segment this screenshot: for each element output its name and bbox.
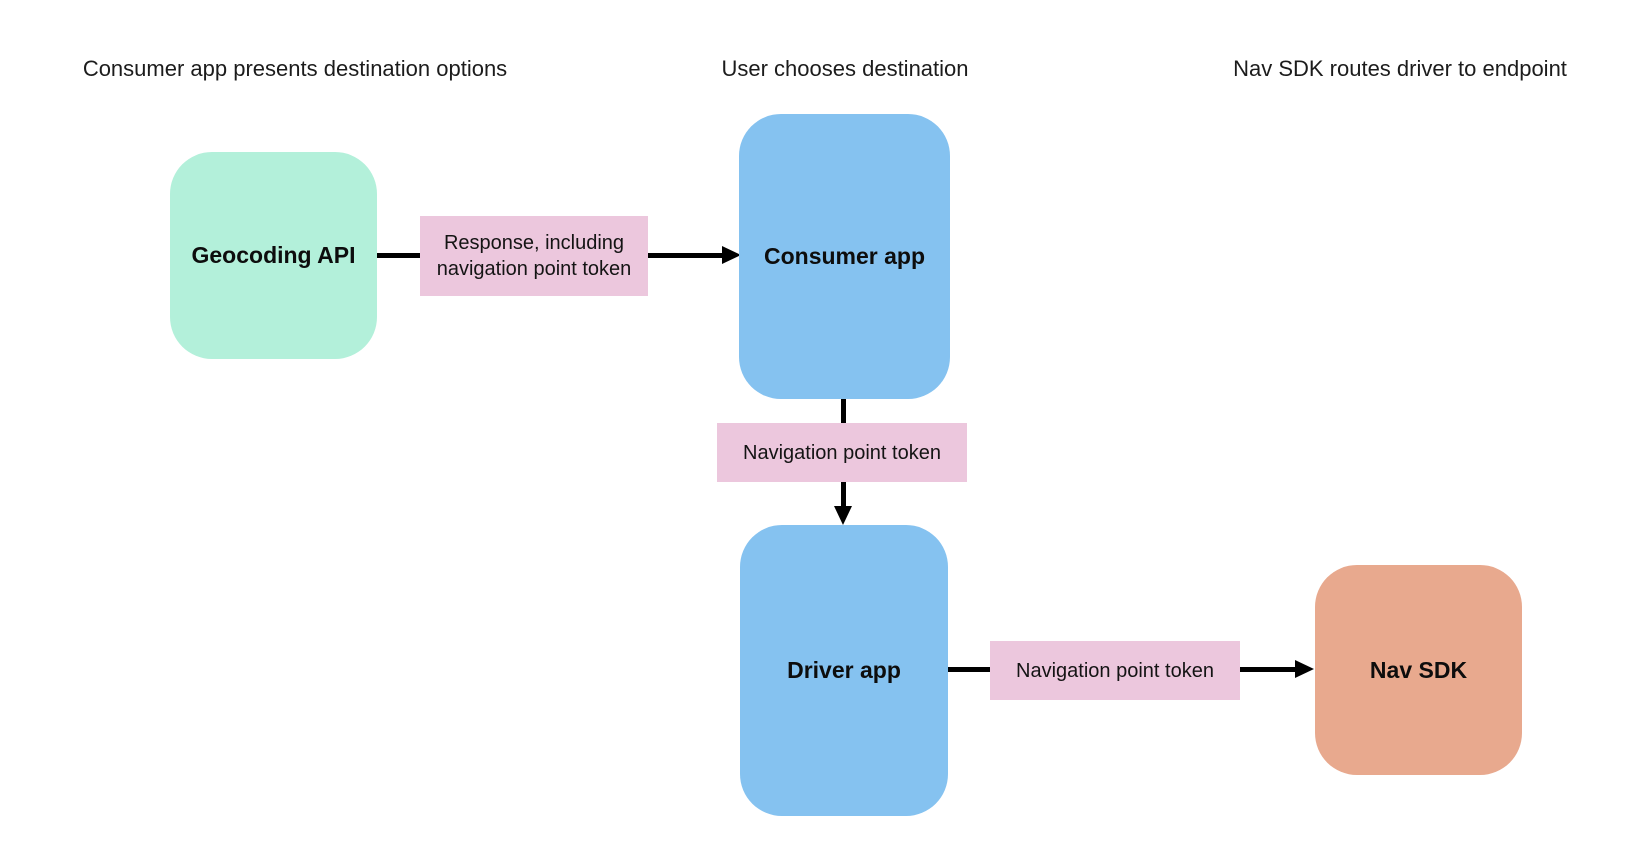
phase-label-consumer-presents: Consumer app presents destination option…	[82, 56, 508, 81]
node-consumer-app: Consumer app	[739, 114, 950, 399]
node-driver-app-label: Driver app	[787, 657, 901, 683]
node-geocoding-api: Geocoding API	[170, 152, 377, 359]
edge-label-navigation-point-token: Navigation point token	[990, 641, 1240, 700]
node-nav-sdk: Nav SDK	[1315, 565, 1522, 775]
node-consumer-app-label: Consumer app	[763, 243, 926, 269]
node-geocoding-api-label: Geocoding API	[191, 242, 356, 268]
phase-label-user-chooses: User chooses destination	[721, 56, 969, 81]
phase-label-navsdk-routes: Nav SDK routes driver to endpoint	[1233, 56, 1567, 81]
node-nav-sdk-label: Nav SDK	[1369, 656, 1468, 683]
arrowhead-down-icon	[834, 506, 852, 525]
arrowhead-right-icon	[722, 246, 741, 264]
node-driver-app: Driver app	[740, 525, 948, 816]
edge-label-navigation-point-token: Navigation point token	[717, 423, 967, 482]
edge-label-response-including-token: Response, including navigation point tok…	[420, 216, 648, 296]
arrowhead-right-icon	[1295, 660, 1314, 678]
